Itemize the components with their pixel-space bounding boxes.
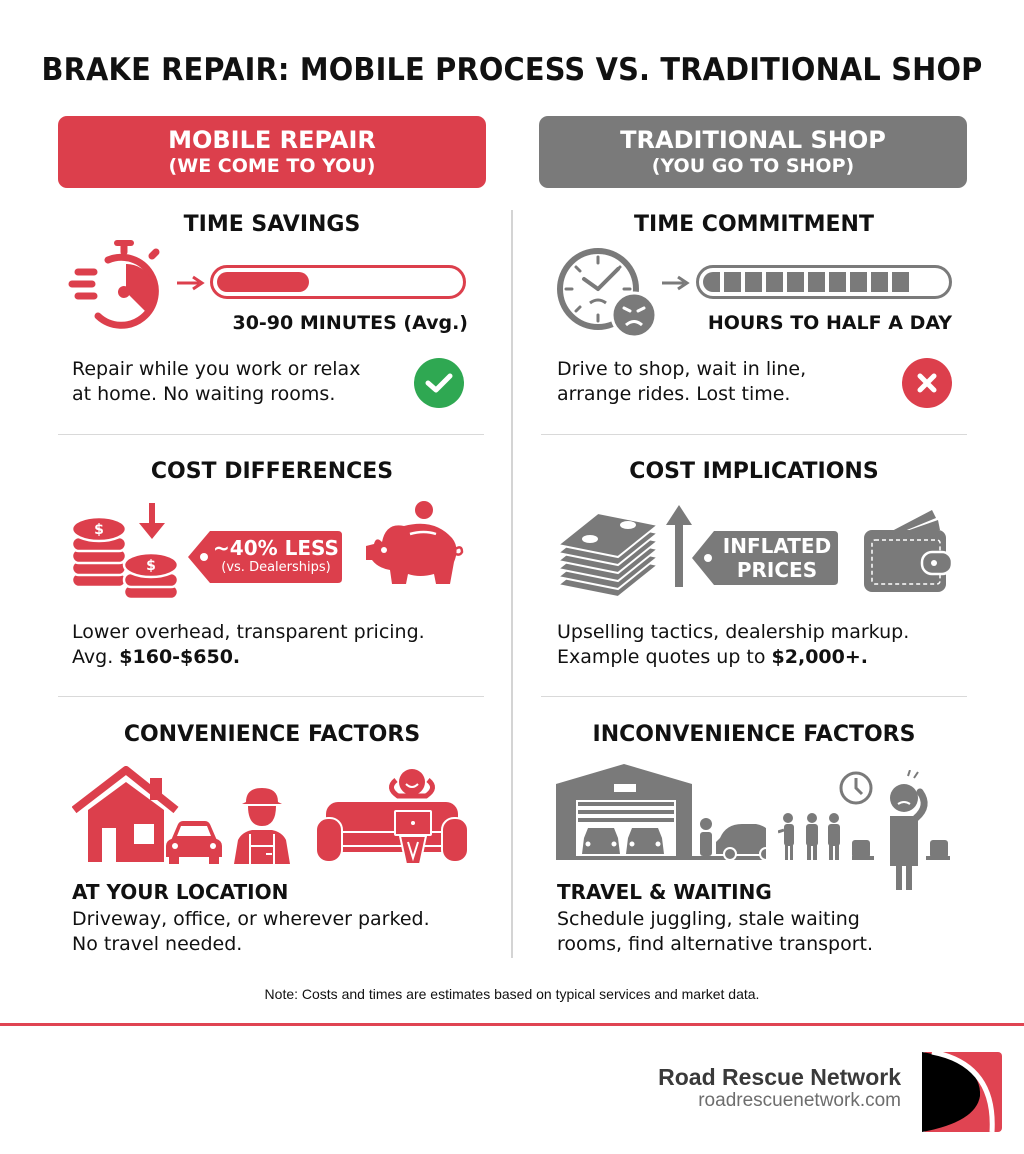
mobile-time-text-line1: Repair while you work or relax [72, 358, 361, 380]
garage-icon [556, 764, 766, 861]
check-icon [414, 358, 464, 408]
mobile-cost-description: Lower overhead, transparent pricing. Avg… [72, 620, 492, 670]
mobile-cost-text-line2: Avg. $160-$650. [72, 645, 492, 670]
traditional-time-text-line2: arrange rides. Lost time. [557, 383, 791, 405]
price-tag-icon: ~40% LESS (vs. Dealerships) [188, 527, 344, 587]
mobile-time-progress-fill [217, 272, 309, 292]
traditional-cost-max-quote: $2,000+. [771, 646, 868, 668]
mobile-repair-header: MOBILE REPAIR (WE COME TO YOU) [58, 116, 486, 188]
mobile-convenience-text-line2: No travel needed. [72, 933, 243, 955]
coin-stack-icon: $ $ [70, 515, 180, 601]
wall-clock-icon [839, 771, 873, 805]
mobile-header-title: MOBILE REPAIR [168, 126, 376, 154]
progress-segment [892, 272, 909, 292]
mobile-time-text-line2: at home. No waiting rooms. [72, 383, 336, 405]
cost-implications-title: COST IMPLICATIONS [629, 459, 879, 484]
mobile-convenience-text-line1: Driveway, office, or wherever parked. [72, 908, 430, 930]
mobile-time-label: 30-90 MINUTES (Avg.) [232, 312, 468, 334]
section-divider [541, 434, 967, 435]
traditional-cost-description: Upselling tactics, dealership markup. Ex… [557, 620, 977, 670]
page-title: BRAKE REPAIR: MOBILE PROCESS VS. TRADITI… [41, 52, 983, 88]
column-divider [511, 210, 513, 958]
traditional-convenience-text-line2: rooms, find alternative transport. [557, 933, 873, 955]
traditional-convenience-subhead: TRAVEL & WAITING [557, 880, 772, 904]
progress-segment [829, 272, 846, 292]
frustrated-person-icon [852, 770, 950, 890]
brand-name: Road Rescue Network [658, 1064, 901, 1090]
mobile-cost-price-range: $160-$650. [119, 646, 241, 668]
time-commitment-title: TIME COMMITMENT [634, 212, 874, 237]
traditional-header-title: TRADITIONAL SHOP [620, 126, 886, 154]
traditional-cost-text-line2: Example quotes up to $2,000+. [557, 645, 977, 670]
progress-segment [787, 272, 804, 292]
traditional-convenience-description: Schedule juggling, stale waiting rooms, … [557, 907, 977, 957]
progress-segment [724, 272, 741, 292]
progress-segment [703, 272, 720, 292]
mobile-convenience-subhead: AT YOUR LOCATION [72, 880, 289, 904]
mechanic-icon [234, 788, 290, 864]
car-icon [164, 819, 224, 864]
traditional-shop-header: TRADITIONAL SHOP (YOU GO TO SHOP) [539, 116, 967, 188]
convenience-factors-title: CONVENIENCE FACTORS [123, 722, 421, 747]
arrow-down-icon [139, 503, 165, 539]
progress-segment [850, 272, 867, 292]
x-icon [902, 358, 952, 408]
mobile-cost-prefix: Avg. [72, 646, 120, 668]
mobile-cost-tag-sub: (vs. Dealerships) [221, 560, 331, 575]
clock-angry-face-icon [557, 248, 658, 339]
traditional-time-progress-segments [703, 272, 945, 292]
progress-segment [808, 272, 825, 292]
traditional-cost-prefix: Example quotes up to [557, 646, 772, 668]
arrow-right-icon [177, 275, 205, 291]
traditional-cost-tag-line2: PRICES [736, 558, 818, 582]
section-divider [58, 434, 484, 435]
road-rescue-logo-icon [922, 1052, 1002, 1132]
inconvenience-factors-title: INCONVENIENCE FACTORS [592, 722, 916, 747]
mobile-convenience-description: Driveway, office, or wherever parked. No… [72, 907, 492, 957]
progress-segment [766, 272, 783, 292]
traditional-time-description: Drive to shop, wait in line, arrange rid… [557, 357, 897, 407]
arrow-up-icon [666, 505, 692, 587]
progress-segment [745, 272, 762, 292]
mobile-time-progress-bar [210, 265, 466, 299]
svg-text:$: $ [146, 558, 156, 574]
time-savings-title: TIME SAVINGS [183, 212, 361, 237]
svg-text:$: $ [94, 522, 104, 538]
traditional-time-progress-bar [696, 265, 952, 299]
footnote: Note: Costs and times are estimates base… [264, 986, 760, 1002]
house-icon [72, 766, 179, 862]
brand-url[interactable]: roadrescuenetwork.com [698, 1090, 901, 1111]
mobile-time-description: Repair while you work or relax at home. … [72, 357, 412, 407]
traditional-time-label: HOURS TO HALF A DAY [707, 312, 952, 334]
relaxing-person-on-couch-icon [316, 769, 468, 865]
section-divider [541, 696, 967, 697]
stopwatch-icon [68, 240, 160, 329]
section-divider [58, 696, 484, 697]
wallet-icon [864, 510, 954, 592]
mobile-cost-text-line1: Lower overhead, transparent pricing. [72, 621, 425, 643]
price-tag-icon: INFLATED PRICES [692, 527, 840, 589]
queue-people-icon [778, 813, 840, 860]
mobile-header-subtitle: (WE COME TO YOU) [168, 155, 376, 177]
footer-divider [0, 1023, 1024, 1026]
traditional-header-subtitle: (YOU GO TO SHOP) [651, 155, 855, 177]
cash-stack-icon [556, 511, 660, 599]
progress-segment [871, 272, 888, 292]
traditional-time-text-line1: Drive to shop, wait in line, [557, 358, 807, 380]
piggy-bank-icon [366, 501, 464, 584]
arrow-right-icon [662, 275, 690, 291]
traditional-cost-text-line1: Upselling tactics, dealership markup. [557, 621, 910, 643]
cost-differences-title: COST DIFFERENCES [150, 459, 394, 484]
traditional-cost-tag-line1: INFLATED [722, 534, 832, 558]
mobile-cost-tag-main: ~40% LESS [213, 536, 339, 560]
traditional-convenience-text-line1: Schedule juggling, stale waiting [557, 908, 860, 930]
